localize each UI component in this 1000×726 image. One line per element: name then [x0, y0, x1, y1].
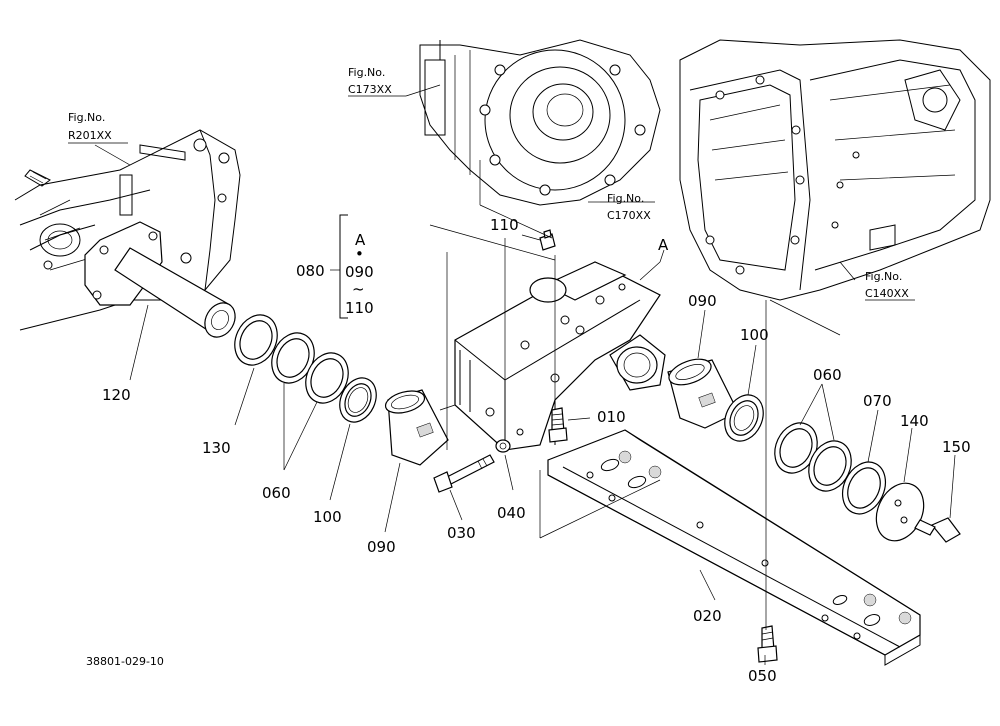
- fig-ref-code: C173XX: [348, 83, 392, 96]
- fig-reference-r201: Fig.No. R201XX: [68, 111, 112, 142]
- callout-050: 050: [748, 667, 777, 685]
- callout-bracket-A: A: [658, 236, 669, 254]
- part-010-bolt: [548, 407, 568, 443]
- part-020-channel-beam: [547, 429, 921, 666]
- fig-ref-prefix: Fig.No.: [607, 192, 644, 205]
- fig-reference-c170: Fig.No. C170XX: [607, 192, 651, 222]
- part-150-bolt: [914, 517, 961, 543]
- rear-housing-drawing: [14, 129, 241, 331]
- callout-130: 130: [202, 439, 231, 457]
- part-090-bushing-left: [384, 389, 449, 466]
- part-130-ring: [234, 314, 278, 366]
- part-050-bolt: [757, 625, 778, 663]
- callout-030: 030: [447, 524, 476, 542]
- fig-ref-code: C140XX: [865, 287, 909, 300]
- callout-070: 070: [863, 392, 892, 410]
- callout-120: 120: [102, 386, 131, 404]
- leader-lines: [68, 84, 956, 665]
- fig-ref-prefix: Fig.No.: [348, 66, 385, 79]
- callout-100-right: 100: [740, 326, 769, 344]
- callout-040: 040: [497, 504, 526, 522]
- callout-set-090: 090: [345, 263, 374, 281]
- part-140-cap: [875, 482, 925, 542]
- part-030-bolt: [433, 454, 495, 493]
- transmission-case-drawing: [679, 39, 991, 301]
- part-100-seal-right: [724, 394, 764, 442]
- callout-020: 020: [693, 607, 722, 625]
- callout-060-left: 060: [262, 484, 291, 502]
- callout-set-110: 110: [345, 299, 374, 317]
- callout-set-tilde: ~: [352, 280, 365, 298]
- center-bracket-A: [454, 261, 666, 451]
- fig-ref-code: C170XX: [607, 209, 651, 222]
- fig-ref-code: R201XX: [68, 129, 112, 142]
- part-060-shims-right: [774, 422, 852, 492]
- fig-reference-c173: Fig.No. C173XX: [348, 66, 392, 96]
- callout-080: 080: [296, 262, 325, 280]
- drawing-number: 38801-029-10: [86, 655, 164, 668]
- part-100-seal-left: [339, 377, 377, 423]
- fig-ref-prefix: Fig.No.: [865, 270, 902, 283]
- callout-110: 110: [490, 216, 519, 234]
- callout-090-left: 090: [367, 538, 396, 556]
- part-110-grease-fitting: [539, 229, 556, 251]
- center-housing-drawing: [419, 39, 661, 206]
- part-070-ring: [841, 461, 887, 515]
- fig-ref-prefix: Fig.No.: [68, 111, 105, 124]
- callout-set-dot: •: [355, 245, 364, 263]
- set-bracket-080: [330, 214, 348, 319]
- fig-reference-c140: Fig.No. C140XX: [865, 270, 909, 300]
- callout-set-A: A: [355, 231, 366, 249]
- part-120-axle-pipe: [84, 221, 236, 338]
- part-060-shims-left: [271, 332, 349, 404]
- callout-140: 140: [900, 412, 929, 430]
- callout-090-right: 090: [688, 292, 717, 310]
- assembly-lines: [429, 160, 841, 630]
- callout-150: 150: [942, 438, 971, 456]
- callout-060-right: 060: [813, 366, 842, 384]
- part-040-washer: [495, 439, 511, 453]
- callout-100-left: 100: [313, 508, 342, 526]
- callout-010: 010: [597, 408, 626, 426]
- part-090-bushing-right: [667, 358, 739, 429]
